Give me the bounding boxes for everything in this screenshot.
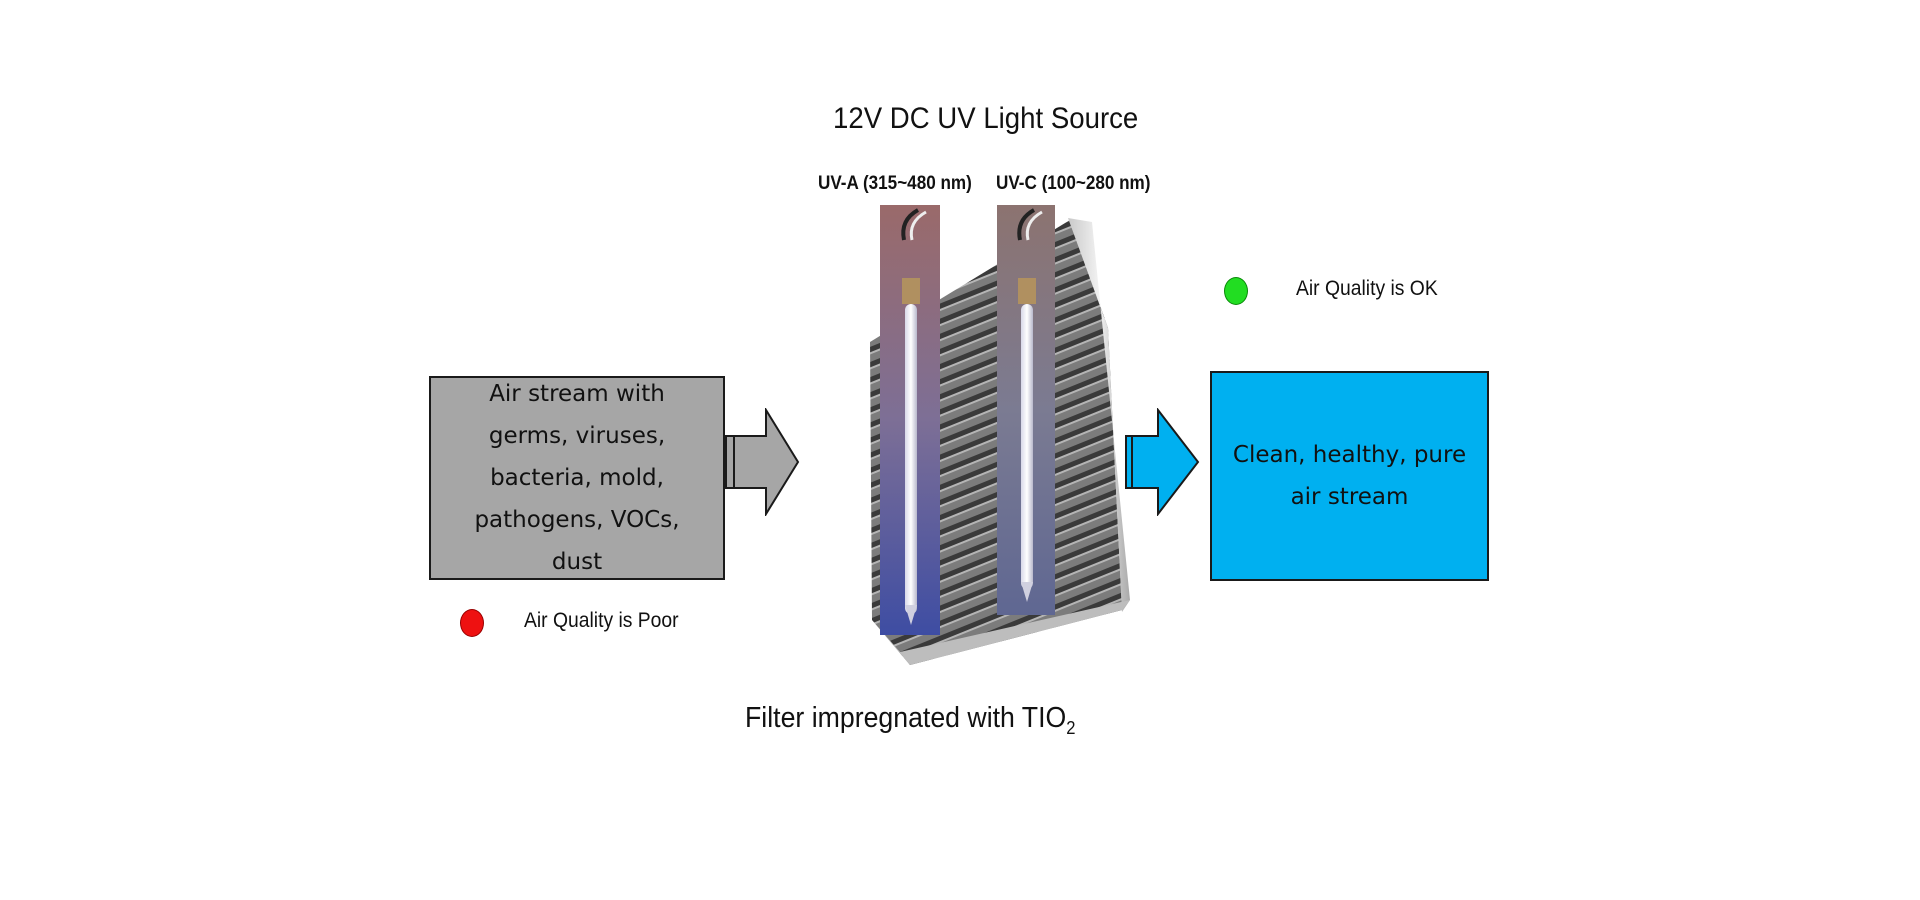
input-air-stream-box: Air stream with germs, viruses, bacteria… (429, 376, 725, 580)
filter-caption-text: Filter impregnated with TIO (745, 702, 1067, 734)
green-status-dot-icon (1224, 277, 1248, 305)
grey-arrow-icon (725, 408, 800, 516)
filter-caption-subscript: 2 (1066, 717, 1076, 738)
red-status-dot-icon (460, 609, 484, 637)
uva-lamp-label: UV-A (315~480 nm) (818, 173, 972, 194)
diagram-title: 12V DC UV Light Source (833, 102, 1139, 135)
blue-arrow-icon (1125, 408, 1200, 516)
filter-caption: Filter impregnated with TIO2 (745, 702, 1075, 739)
uvc-lamp-label: UV-C (100~280 nm) (996, 173, 1151, 194)
output-clean-air-box: Clean, healthy, pure air stream (1210, 371, 1489, 581)
air-quality-ok-label: Air Quality is OK (1296, 277, 1438, 300)
air-quality-poor-label: Air Quality is Poor (524, 609, 679, 632)
filter-illustration (870, 205, 1130, 665)
